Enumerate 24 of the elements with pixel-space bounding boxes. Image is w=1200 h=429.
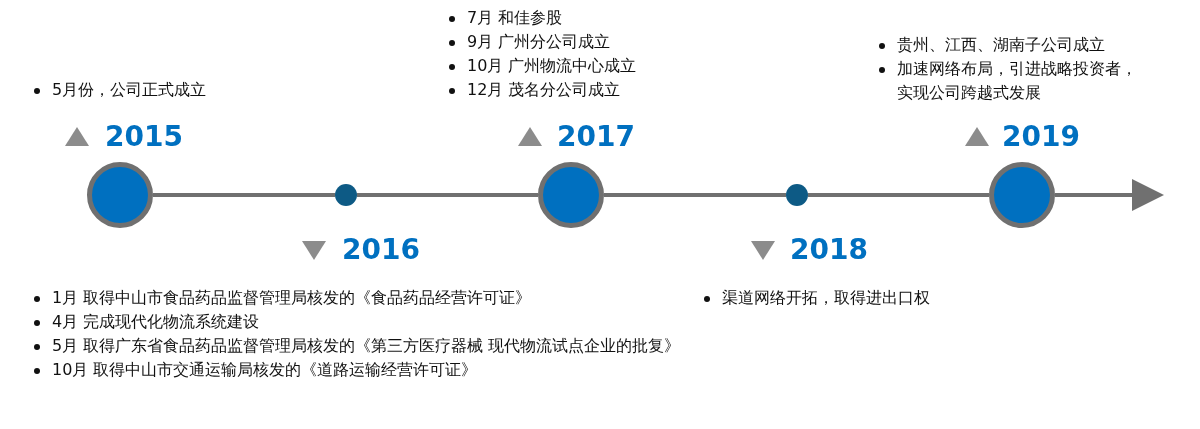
event-text: 5月份，公司正式成立 bbox=[52, 80, 207, 99]
event-text: 加速网络布局，引进战略投资者，实现公司跨越式发展 bbox=[897, 59, 1137, 102]
year-label: 2016 bbox=[342, 233, 420, 267]
event-text: 9月 广州分公司成立 bbox=[467, 32, 611, 51]
timeline-line bbox=[604, 193, 786, 197]
event-text: 10月 广州物流中心成立 bbox=[467, 56, 637, 75]
timeline-dot bbox=[786, 184, 808, 206]
timeline-line bbox=[808, 193, 989, 197]
event-text: 12月 茂名分公司成立 bbox=[467, 80, 621, 99]
timeline-line bbox=[357, 193, 538, 197]
event-text: 渠道网络开拓，取得进出口权 bbox=[722, 288, 930, 307]
timeline-line bbox=[153, 193, 335, 197]
event-text: 7月 和佳参股 bbox=[467, 8, 563, 27]
event-text: 4月 完成现代化物流系统建设 bbox=[52, 312, 260, 331]
timeline-dot bbox=[335, 184, 357, 206]
year-label: 2018 bbox=[790, 233, 868, 267]
event-text: 5月 取得广东省食品药品监督管理局核发的《第三方医疗器械 现代物流试点企业的批复》 bbox=[52, 336, 681, 355]
year-label: 2015 bbox=[105, 120, 183, 154]
event-text: 1月 取得中山市食品药品监督管理局核发的《食品药品经营许可证》 bbox=[52, 288, 532, 307]
year-label: 2019 bbox=[1002, 120, 1080, 154]
arrow bbox=[1055, 179, 1164, 211]
event-text: 10月 取得中山市交通运输局核发的《道路运输经营许可证》 bbox=[52, 360, 478, 379]
year-label: 2017 bbox=[557, 120, 635, 154]
event-text: 贵州、江西、湖南子公司成立 bbox=[897, 35, 1105, 54]
